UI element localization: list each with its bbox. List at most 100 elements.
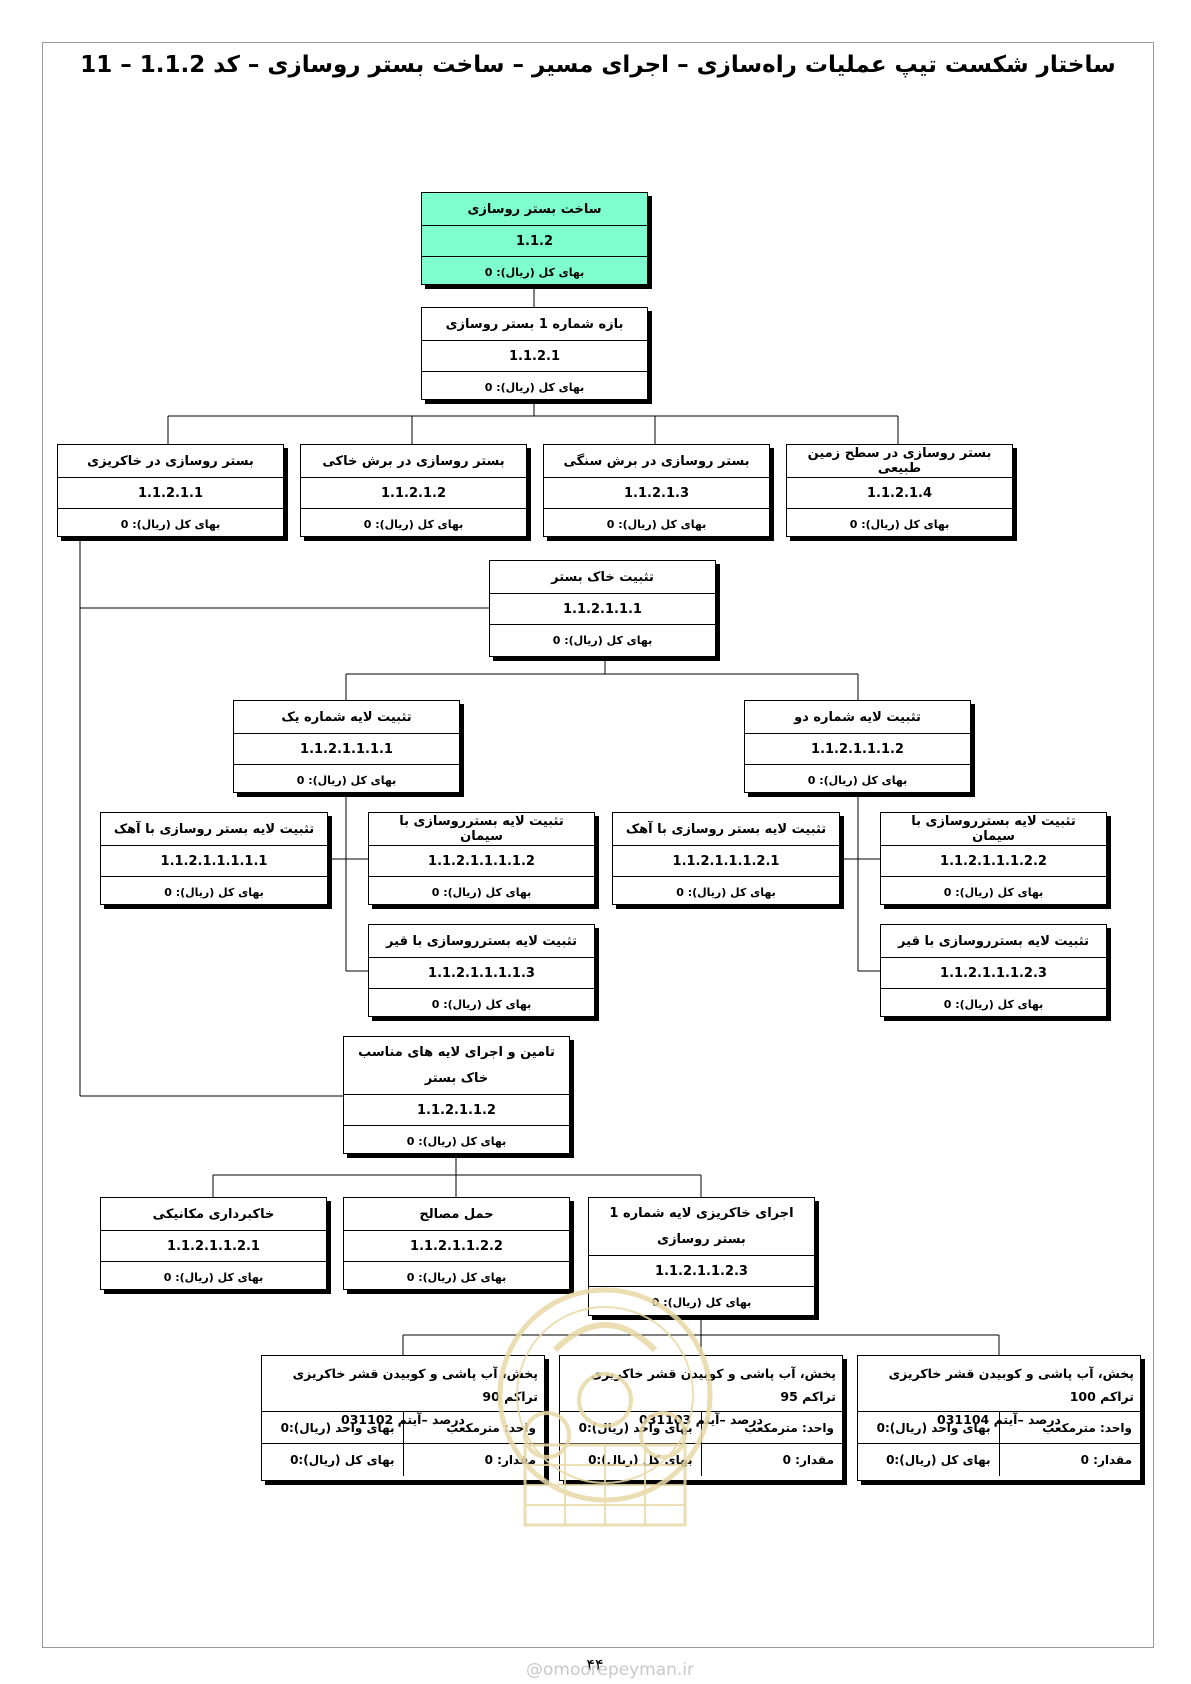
node-total-price: بهای کل (ریال): 0	[163, 1271, 264, 1284]
item-031103[interactable]: پخش، آب پاشی و کوبیدن قشر خاکریزی تراکم …	[559, 1355, 843, 1481]
node-total-price: بهای کل (ریال): 0	[120, 518, 221, 531]
wbs-node-layer-two[interactable]: تثبیت لایه شماره دو 1.1.2.1.1.1.2 بهای ک…	[744, 700, 971, 793]
item-unit-price: بهای واحد (ریال):0	[262, 1412, 404, 1443]
wbs-node-fill-layer-1[interactable]: اجرای خاکریزی لایه شماره 1 بستر روسازی 1…	[588, 1197, 815, 1316]
node-title: ساخت بستر روسازی	[422, 193, 647, 226]
item-031102[interactable]: پخش، آب پاشی و کوبیدن قشر خاکریزی تراکم …	[261, 1355, 545, 1481]
wbs-node-subgrade-layers[interactable]: تامین و اجرای لایه های مناسب خاک بستر 1.…	[343, 1036, 570, 1154]
wbs-node-soil-stabilization[interactable]: تثبیت خاک بستر 1.1.2.1.1.1 بهای کل (ریال…	[489, 560, 716, 657]
node-total-price: بهای کل (ریال): 0	[363, 518, 464, 531]
wbs-node-l2-lime[interactable]: تثبیت لایه بستر روسازی با آهک 1.1.2.1.1.…	[612, 812, 840, 905]
wbs-node-embankment[interactable]: بستر روسازی در خاکریزی 1.1.2.1.1 بهای کل…	[57, 444, 284, 537]
item-title-line1: پخش، آب پاشی و کوبیدن قشر خاکریزی تراکم …	[292, 1366, 538, 1404]
node-code: 1.1.2.1.2	[301, 478, 526, 509]
node-code: 1.1.2.1.1.1.1.2	[369, 846, 594, 877]
node-code: 1.1.2.1.1.2.2	[344, 1231, 569, 1262]
item-title-line2: درصد –آیتم 031104	[937, 1412, 1061, 1427]
node-title: بازه شماره 1 بستر روسازی	[422, 308, 647, 341]
site-watermark: @omoorepeyman.ir	[525, 1660, 695, 1680]
node-total-price: بهای کل (ریال): 0	[943, 998, 1044, 1011]
item-quantity: مقدار: 0	[782, 1453, 834, 1467]
node-code: 1.1.2.1.1.2	[344, 1095, 569, 1126]
node-code: 1.1.2.1	[422, 341, 647, 372]
node-total-price: بهای کل (ریال): 0	[676, 886, 776, 899]
node-total-price: بهای کل (ریال): 0	[431, 886, 532, 899]
node-code: 1.1.2.1.1.1.1.3	[369, 958, 594, 989]
item-quantity: مقدار: 0	[1080, 1453, 1132, 1467]
node-code: 1.1.2.1.1.1.2.1	[613, 846, 839, 877]
node-title: بستر روسازی در برش سنگی	[544, 445, 769, 478]
wbs-node-l2-cement[interactable]: تثبیت لایه بستر‌روسازی با سیمان 1.1.2.1.…	[880, 812, 1107, 905]
node-title: تثبیت لایه بستر‌روسازی با قیر	[369, 925, 594, 958]
node-total-price: بهای کل (ریال): 0	[406, 1271, 507, 1284]
node-title: خاکبرداری مکانیکی	[101, 1198, 326, 1231]
node-title: تثبیت لایه شماره یک	[234, 701, 459, 734]
node-total-price: بهای کل (ریال): 0	[807, 774, 908, 787]
node-total-price: بهای کل (ریال): 0	[849, 518, 950, 531]
node-code: 1.1.2	[422, 226, 647, 257]
node-code: 1.1.2.1.1.1	[490, 594, 715, 625]
node-title: تامین و اجرای لایه های مناسب خاک بستر	[344, 1037, 569, 1095]
node-total-price: بهای کل (ریال): 0	[943, 886, 1044, 899]
node-code: 1.1.2.1.1.2.3	[589, 1256, 814, 1287]
node-total-price: بهای کل (ریال): 0	[484, 381, 585, 394]
node-total-price: بهای کل (ریال): 0	[606, 518, 707, 531]
wbs-node-l1-bitumen[interactable]: تثبیت لایه بستر‌روسازی با قیر 1.1.2.1.1.…	[368, 924, 595, 1017]
item-title-line1: پخش، آب پاشی و کوبیدن قشر خاکریزی تراکم …	[888, 1366, 1134, 1404]
node-total-price: بهای کل (ریال): 0	[296, 774, 397, 787]
wbs-node-rock-cut[interactable]: بستر روسازی در برش سنگی 1.1.2.1.3 بهای ک…	[543, 444, 770, 537]
node-code: 1.1.2.1.1.1.1	[234, 734, 459, 765]
item-title-line2: درصد –آیتم 031102	[341, 1412, 465, 1427]
page-frame	[42, 42, 1154, 1648]
node-total-price: بهای کل (ریال): 0	[552, 634, 653, 647]
wbs-node-material-transport[interactable]: حمل مصالح 1.1.2.1.1.2.2 بهای کل (ریال): …	[343, 1197, 570, 1290]
node-title: تثبیت لایه بستر‌روسازی با سیمان	[881, 813, 1106, 846]
item-unit: واحد: مترمکعب	[1042, 1420, 1132, 1435]
wbs-node-excavation[interactable]: خاکبرداری مکانیکی 1.1.2.1.1.2.1 بهای کل …	[100, 1197, 327, 1290]
item-unit-price: بهای واحد (ریال):0	[858, 1412, 1000, 1443]
node-code: 1.1.2.1.1.1.2.2	[881, 846, 1106, 877]
item-row: مقدار: 0 بهای کل (ریال):0	[858, 1444, 1140, 1476]
wbs-node-root[interactable]: ساخت بستر روسازی 1.1.2 بهای کل (ریال): 0	[421, 192, 648, 285]
item-row: واحد: مترمکعب بهای واحد (ریال):0	[262, 1412, 544, 1444]
node-title: تثبیت لایه بستر‌روسازی با سیمان	[369, 813, 594, 846]
wbs-node-l2-bitumen[interactable]: تثبیت لایه بستر‌روسازی با قیر 1.1.2.1.1.…	[880, 924, 1107, 1017]
wbs-node-layer-one[interactable]: تثبیت لایه شماره یک 1.1.2.1.1.1.1 بهای ک…	[233, 700, 460, 793]
wbs-node-l1-lime[interactable]: تثبیت لایه بستر روسازی با آهک 1.1.2.1.1.…	[100, 812, 328, 905]
wbs-node-soil-cut[interactable]: بستر روسازی در برش خاکی 1.1.2.1.2 بهای ک…	[300, 444, 527, 537]
item-title: پخش، آب پاشی و کوبیدن قشر خاکریزی تراکم …	[858, 1356, 1140, 1427]
item-title: پخش، آب پاشی و کوبیدن قشر خاکریزی تراکم …	[262, 1356, 544, 1427]
node-title: اجرای خاکریزی لایه شماره 1 بستر روسازی	[589, 1198, 814, 1256]
wbs-node-natural-ground[interactable]: بستر روسازی در سطح زمین طبیعی 1.1.2.1.4 …	[786, 444, 1013, 537]
node-title: بستر روسازی در خاکریزی	[58, 445, 283, 478]
item-total-price: بهای کل (ریال):0	[858, 1444, 1000, 1476]
node-code: 1.1.2.1.1	[58, 478, 283, 509]
node-code: 1.1.2.1.1.2.1	[101, 1231, 326, 1262]
item-unit: واحد: مترمکعب	[446, 1420, 536, 1435]
item-total-price: بهای کل (ریال):0	[262, 1444, 404, 1476]
node-total-price: بهای کل (ریال): 0	[406, 1135, 507, 1148]
seal-logo-icon	[497, 1287, 713, 1527]
node-code: 1.1.2.1.1.1.1.1	[101, 846, 327, 877]
node-title: تثبیت لایه بستر روسازی با آهک	[613, 813, 839, 846]
node-code: 1.1.2.1.3	[544, 478, 769, 509]
wbs-node-l1-cement[interactable]: تثبیت لایه بستر‌روسازی با سیمان 1.1.2.1.…	[368, 812, 595, 905]
item-031104[interactable]: پخش، آب پاشی و کوبیدن قشر خاکریزی تراکم …	[857, 1355, 1141, 1481]
wbs-node-section-1[interactable]: بازه شماره 1 بستر روسازی 1.1.2.1 بهای کل…	[421, 307, 648, 400]
item-title-line1: پخش، آب پاشی و کوبیدن قشر خاکریزی تراکم …	[590, 1366, 836, 1404]
node-code: 1.1.2.1.4	[787, 478, 1012, 509]
node-title: حمل مصالح	[344, 1198, 569, 1231]
node-total-price: بهای کل (ریال): 0	[431, 998, 532, 1011]
item-row: واحد: مترمکعب بهای واحد (ریال):0	[858, 1412, 1140, 1444]
node-code: 1.1.2.1.1.1.2.3	[881, 958, 1106, 989]
node-title: تثبیت لایه بستر روسازی با آهک	[101, 813, 327, 846]
node-code: 1.1.2.1.1.1.2	[745, 734, 970, 765]
page-number: ۴۴	[586, 1655, 604, 1674]
item-unit: واحد: مترمکعب	[744, 1420, 834, 1435]
node-total-price: بهای کل (ریال): 0	[484, 266, 585, 279]
page-title: ساختار شکست تیپ عملیات راه‌سازی – اجرای …	[80, 52, 1116, 78]
node-title: بستر روسازی در سطح زمین طبیعی	[787, 445, 1012, 478]
node-title: تثبیت خاک بستر	[490, 561, 715, 594]
node-title: بستر روسازی در برش خاکی	[301, 445, 526, 478]
